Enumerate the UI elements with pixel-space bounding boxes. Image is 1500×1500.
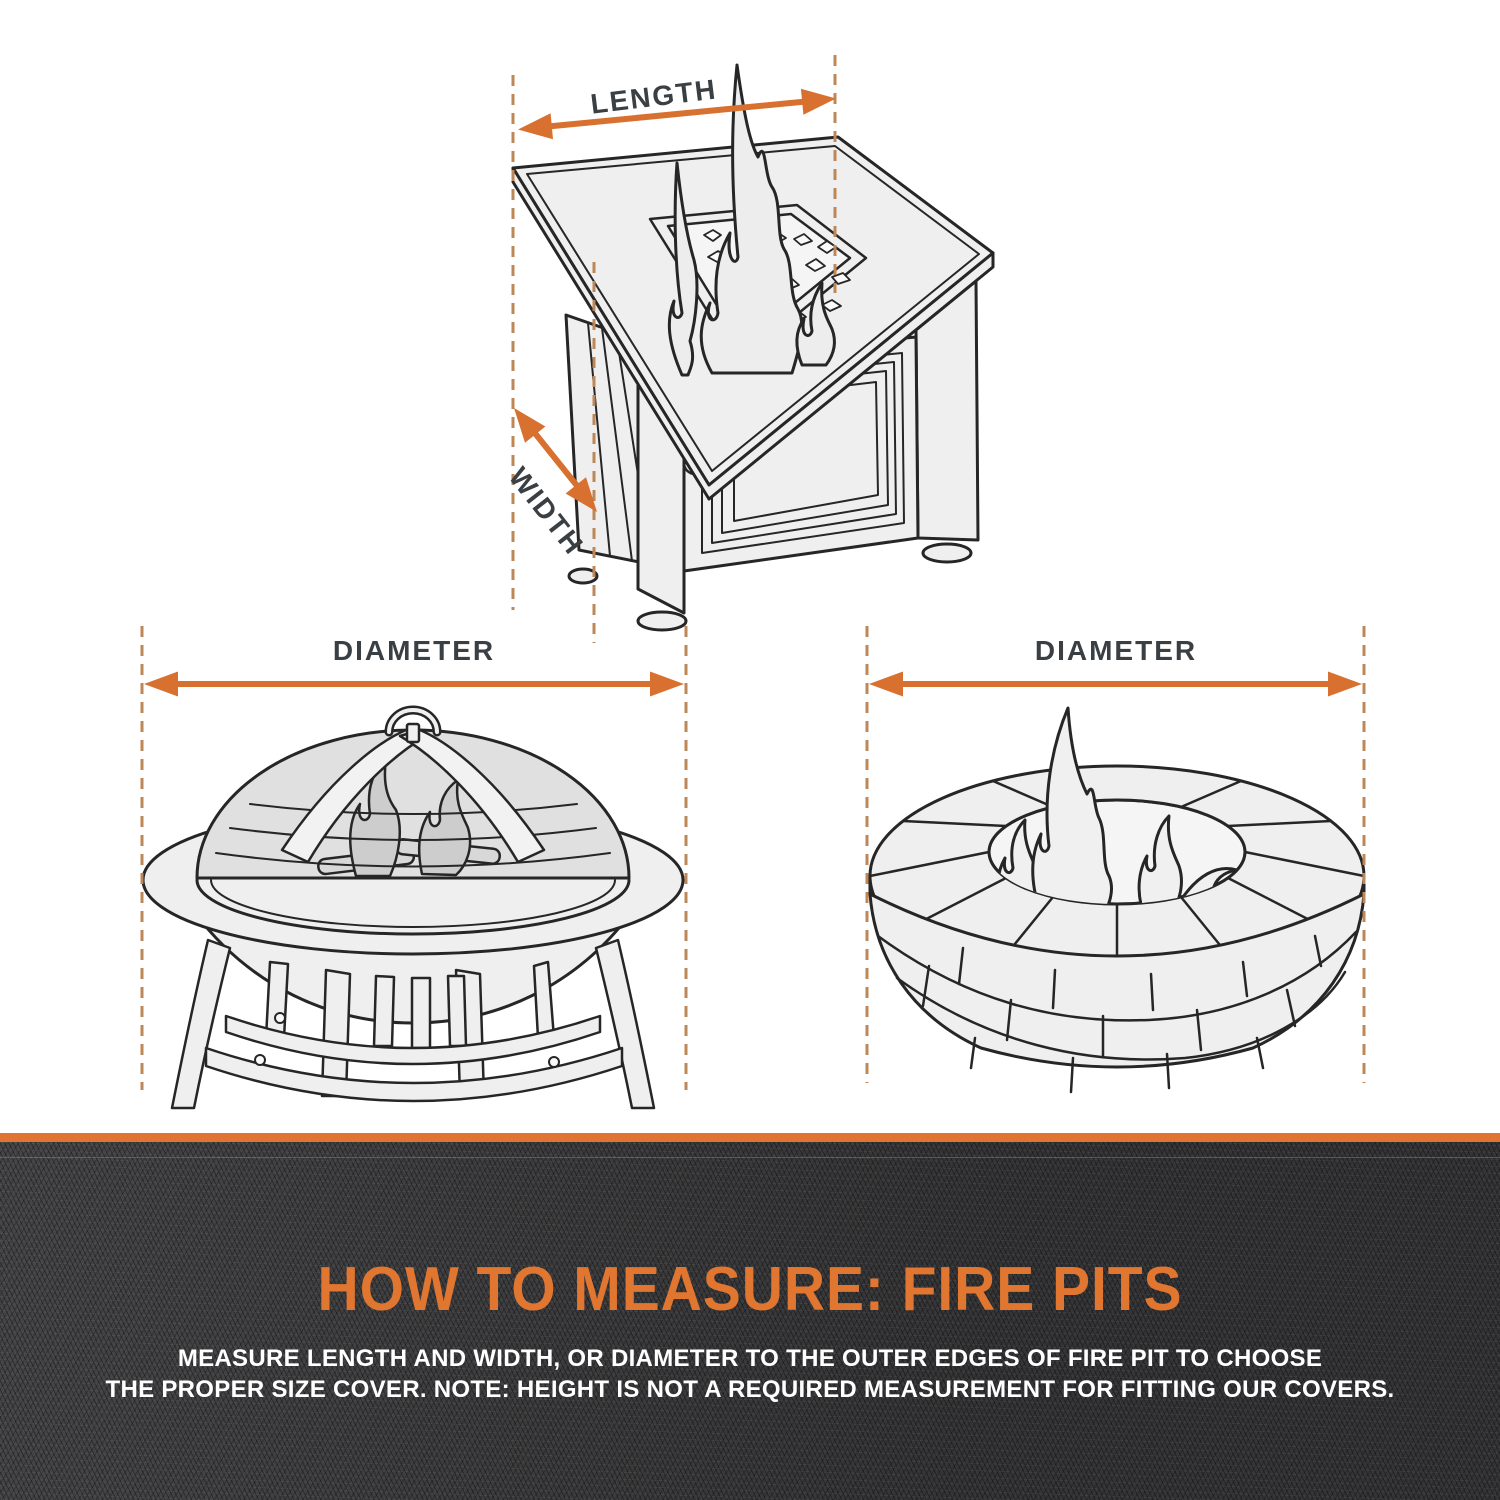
bowl-dashed-lines [140,626,688,1090]
flame-right [795,281,836,367]
stone-fire-pit-drawing [868,706,1366,1094]
how-to-measure-banner: HOW TO MEASURE: FIRE PITS MEASURE LENGTH… [0,1133,1500,1500]
stone-diameter-label: DIAMETER [1035,635,1197,666]
rivet [254,1054,266,1066]
rim-inner-edge [195,878,631,936]
base-ring-upper [224,1014,602,1066]
flame-main [699,63,804,375]
round-fire-pit-drawing [141,705,685,1110]
square-fire-pit-table-drawing [511,63,995,632]
bowl-diameter-label: DIAMETER [333,635,495,666]
flame-right [1137,814,1183,904]
width-arrowhead-bottom [565,477,597,512]
banner-divider-line [0,1157,1500,1158]
rivet [274,1012,286,1024]
handle-pin [405,722,421,744]
slat [446,974,468,1048]
stone-diameter-arrow [869,671,1362,697]
length-arrow [518,88,836,140]
mesh-lines [215,803,611,868]
banner-title: HOW TO MEASURE: FIRE PITS [317,1255,1183,1324]
stone-fire-pit-diagram: DIAMETER [865,626,1366,1094]
length-arrowhead-left [518,113,553,140]
diameter-arrowhead-right [1328,671,1362,697]
table-flames [667,63,836,377]
leg [170,938,232,1110]
diameter-arrowhead-left [869,671,903,697]
banner-orange-stripe [0,1133,1500,1142]
table-left-foot [567,567,599,585]
round-fire-pit-diagram: DIAMETER [140,626,688,1110]
leg [594,938,656,1110]
tabletop-edge [511,166,995,501]
stone-course-line [876,930,1358,1022]
stone-wall [868,892,1366,1069]
table-dashed-lines [511,55,837,643]
slat [264,960,290,1040]
table-right-foot [921,542,973,564]
diameter-arrowhead-right [650,671,684,697]
stone-joints [876,930,1358,1094]
width-arrowhead-top [514,408,546,443]
screened-flames [317,758,502,878]
width-arrow [514,408,597,512]
rim-inner-edge-2 [210,879,616,928]
banner-body-line1: MEASURE LENGTH AND WIDTH, OR DIAMETER TO… [177,1345,1323,1372]
square-fire-pit-table-diagram: LENGTH WIDTH [503,55,995,643]
slat [372,974,396,1048]
spark-screen-dome [195,705,631,880]
flame-main [1031,706,1113,904]
rivet [548,1056,560,1068]
bowl-diameter-arrow [144,671,684,697]
flame-left [667,161,699,377]
length-arrowhead-right [800,88,836,115]
base-ring-lower [204,1046,624,1103]
table-front-left-foot [636,610,688,632]
dome-handle-inner [387,708,439,734]
slat [410,976,432,1050]
stone-dashed-lines [865,626,1366,1083]
banner-body-line2: THE PROPER SIZE COVER. NOTE: HEIGHT IS N… [105,1376,1395,1403]
banner-fabric-texture: HOW TO MEASURE: FIRE PITS MEASURE LENGTH… [0,1142,1500,1500]
banner-body-text: MEASURE LENGTH AND WIDTH, OR DIAMETER TO… [0,1343,1500,1405]
diameter-arrowhead-left [144,671,178,697]
dome-strap-right [398,728,546,864]
